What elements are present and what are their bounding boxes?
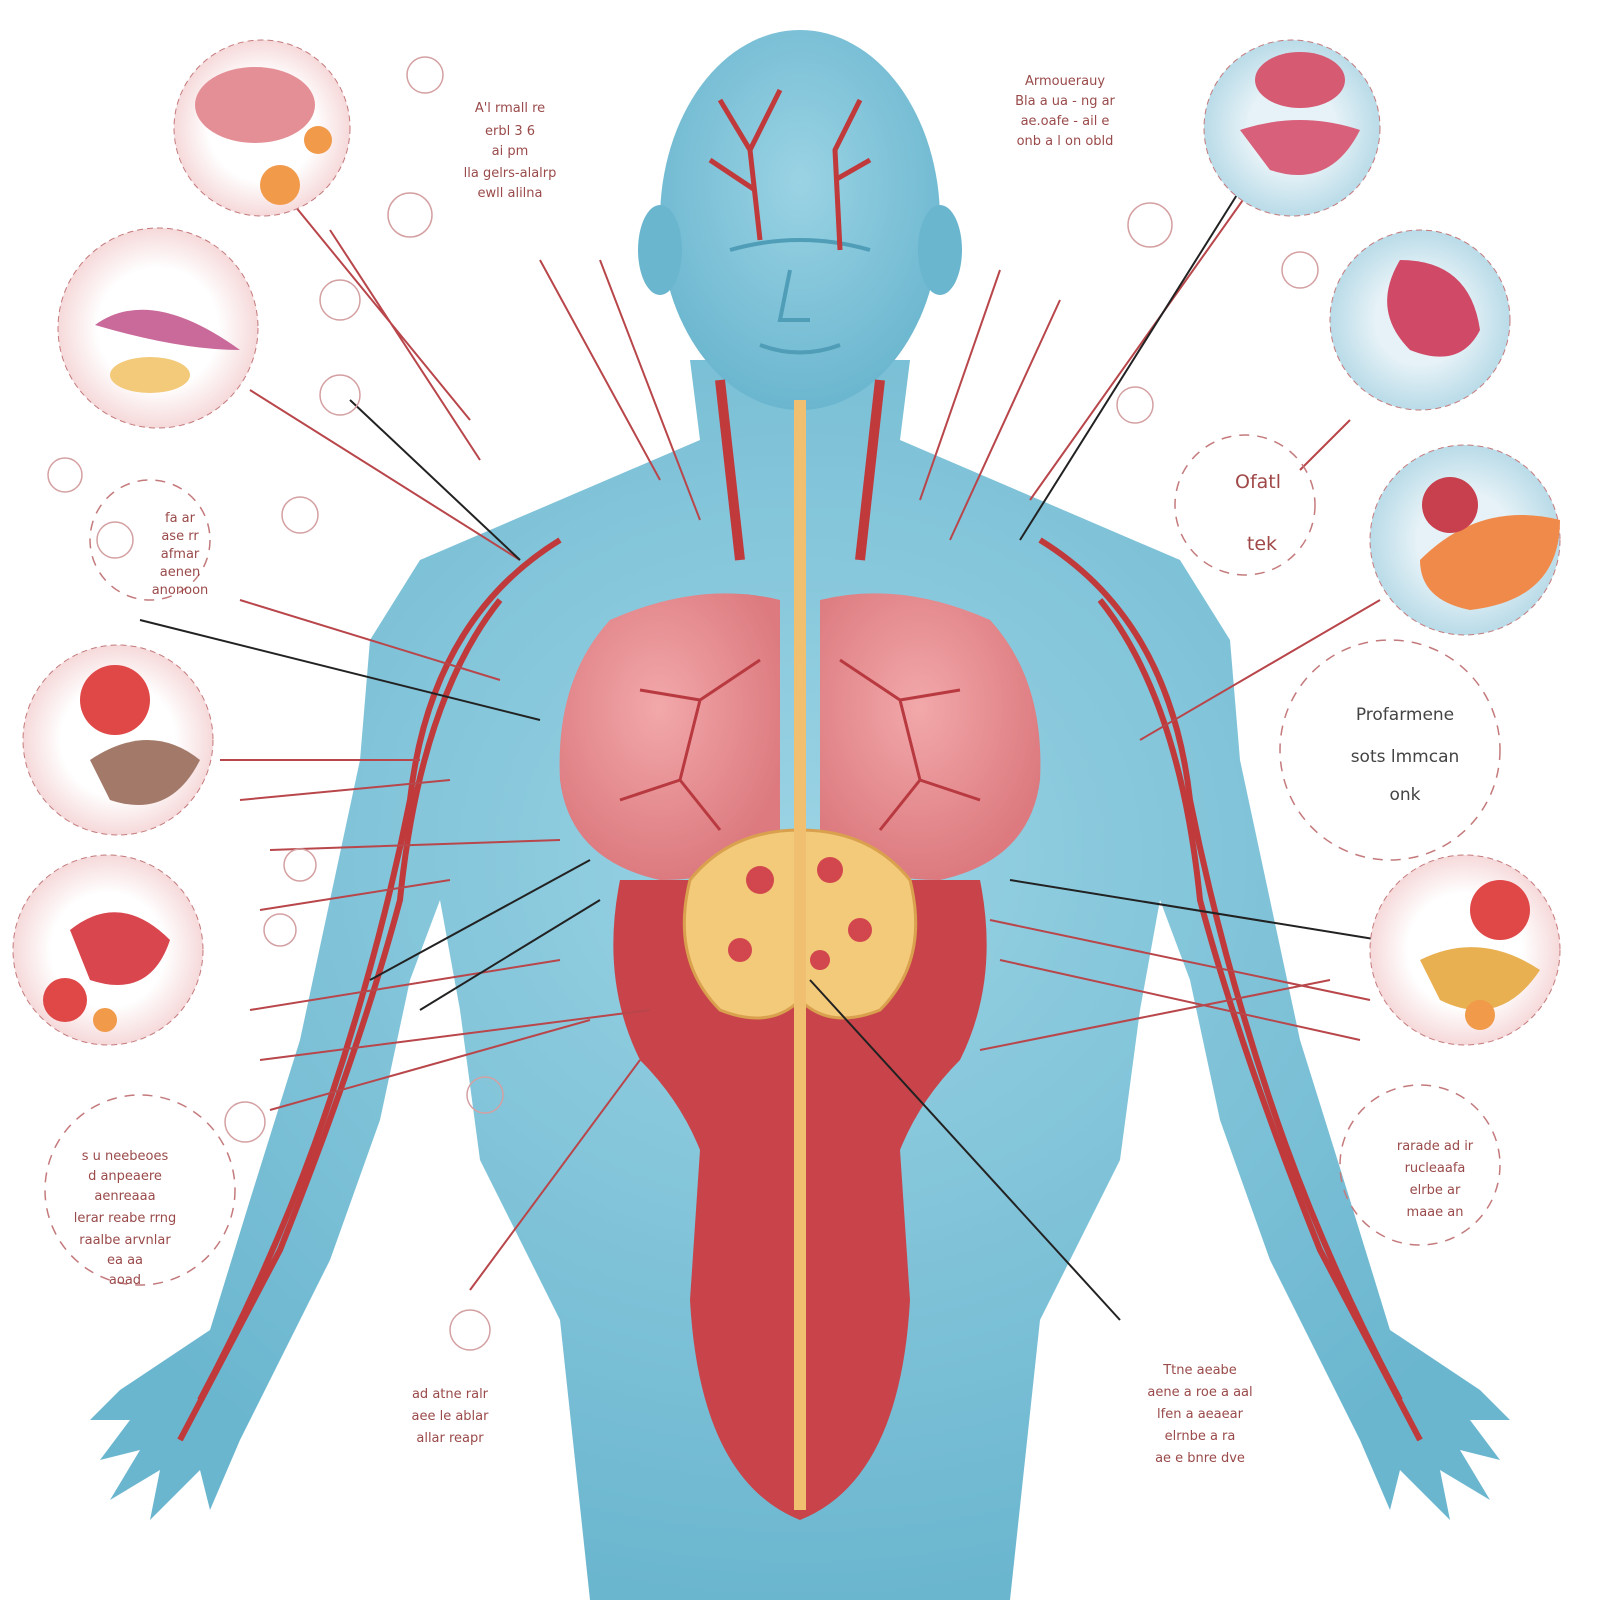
inset-bladder <box>1329 229 1511 411</box>
face-shading <box>729 238 871 355</box>
svg-text:ae.oafe - ail e: ae.oafe - ail e <box>1021 114 1110 129</box>
label-top-right: Armouerauy Bla a ua - ng ar ae.oafe - ai… <box>1015 74 1115 149</box>
right-ear <box>918 205 962 295</box>
svg-text:elrnbe a ra: elrnbe a ra <box>1165 1429 1236 1444</box>
inset-stomach <box>173 39 351 217</box>
svg-text:onk: onk <box>1389 785 1420 805</box>
label-top-left: A'l rmall re erbl 3 6 ai pm lla gelrs-al… <box>464 101 557 201</box>
svg-text:elrbe ar: elrbe ar <box>1410 1183 1461 1198</box>
svg-text:aoad: aoad <box>109 1273 141 1288</box>
svg-text:ea aa: ea aa <box>107 1253 143 1268</box>
svg-text:Armouerauy: Armouerauy <box>1025 74 1105 89</box>
inset-kidney <box>1203 39 1381 217</box>
svg-text:lerar reabe rrng: lerar reabe rrng <box>74 1211 177 1226</box>
label-bottom-left: ad atne ralr aee le ablar allar reapr <box>412 1387 490 1446</box>
lung-vessels <box>619 658 981 831</box>
svg-text:s u neebeoes: s u neebeoes <box>82 1149 169 1164</box>
inset-organs <box>12 854 204 1046</box>
inset-digestive <box>1369 854 1561 1046</box>
right-lung <box>820 593 1041 880</box>
svg-text:aee le ablar: aee le ablar <box>412 1409 490 1424</box>
svg-text:Bla a ua - ng ar: Bla a ua - ng ar <box>1015 94 1115 109</box>
svg-text:ae e bnre dve: ae e bnre dve <box>1155 1451 1245 1466</box>
label-right-mid: Profarmene sots lmmcan onk <box>1351 705 1460 805</box>
svg-text:tek: tek <box>1247 533 1277 555</box>
svg-text:lfen a aeaear: lfen a aeaear <box>1157 1407 1244 1422</box>
svg-text:A'l rmall re: A'l rmall re <box>475 101 545 116</box>
svg-text:raalbe arvnlar: raalbe arvnlar <box>79 1233 171 1248</box>
left-lung <box>559 593 780 880</box>
svg-text:aene a roe a aal: aene a roe a aal <box>1147 1385 1252 1400</box>
svg-text:Ofatl: Ofatl <box>1235 471 1281 493</box>
svg-text:aenreaaa: aenreaaa <box>94 1189 155 1204</box>
inset-heart <box>22 644 214 836</box>
svg-text:ad atne ralr: ad atne ralr <box>412 1387 489 1402</box>
svg-text:erbl 3 6: erbl 3 6 <box>485 124 535 139</box>
svg-text:ai pm: ai pm <box>492 144 529 159</box>
inset-pancreas <box>57 227 259 429</box>
label-bottom-right: Ttne aeabe aene a roe a aal lfen a aeaea… <box>1147 1363 1252 1466</box>
liver-nodules <box>728 857 872 970</box>
svg-text:onb a l on obld: onb a l on obld <box>1017 134 1114 149</box>
svg-text:anonoon: anonoon <box>152 583 209 598</box>
arm-vessels <box>177 379 1423 1442</box>
inset-liver <box>1369 444 1561 636</box>
head-vessels <box>708 88 872 251</box>
marker-icons <box>47 56 1319 1351</box>
svg-text:aenen: aenen <box>160 565 200 580</box>
svg-text:rucleaafa: rucleaafa <box>1405 1161 1466 1176</box>
svg-text:Profarmene: Profarmene <box>1356 705 1454 725</box>
svg-text:Ttne aeabe: Ttne aeabe <box>1162 1363 1237 1378</box>
label-right-upper: Ofatl tek <box>1235 471 1281 555</box>
left-ear <box>638 205 682 295</box>
svg-text:rarade ad ir: rarade ad ir <box>1397 1139 1474 1154</box>
label-left-lower: s u neebeoes d anpeaere aenreaaa lerar r… <box>74 1149 177 1288</box>
svg-text:d anpeaere: d anpeaere <box>88 1169 162 1184</box>
leader-lines <box>139 189 1381 1321</box>
svg-text:fa ar: fa ar <box>165 511 196 526</box>
label-rings <box>44 434 1501 1286</box>
svg-text:sots lmmcan: sots lmmcan <box>1351 747 1460 767</box>
svg-text:ase rr: ase rr <box>161 529 199 544</box>
label-right-lower: rarade ad ir rucleaafa elrbe ar maae an <box>1397 1139 1474 1220</box>
svg-text:maae an: maae an <box>1407 1205 1464 1220</box>
svg-text:allar reapr: allar reapr <box>416 1431 484 1446</box>
svg-text:lla gelrs-alalrp: lla gelrs-alalrp <box>464 166 557 181</box>
label-left-mid: fa ar ase rr afmar aenen anonoon <box>152 511 209 598</box>
svg-text:ewll alilna: ewll alilna <box>478 186 543 201</box>
svg-text:afmar: afmar <box>161 547 200 562</box>
head <box>660 30 940 410</box>
